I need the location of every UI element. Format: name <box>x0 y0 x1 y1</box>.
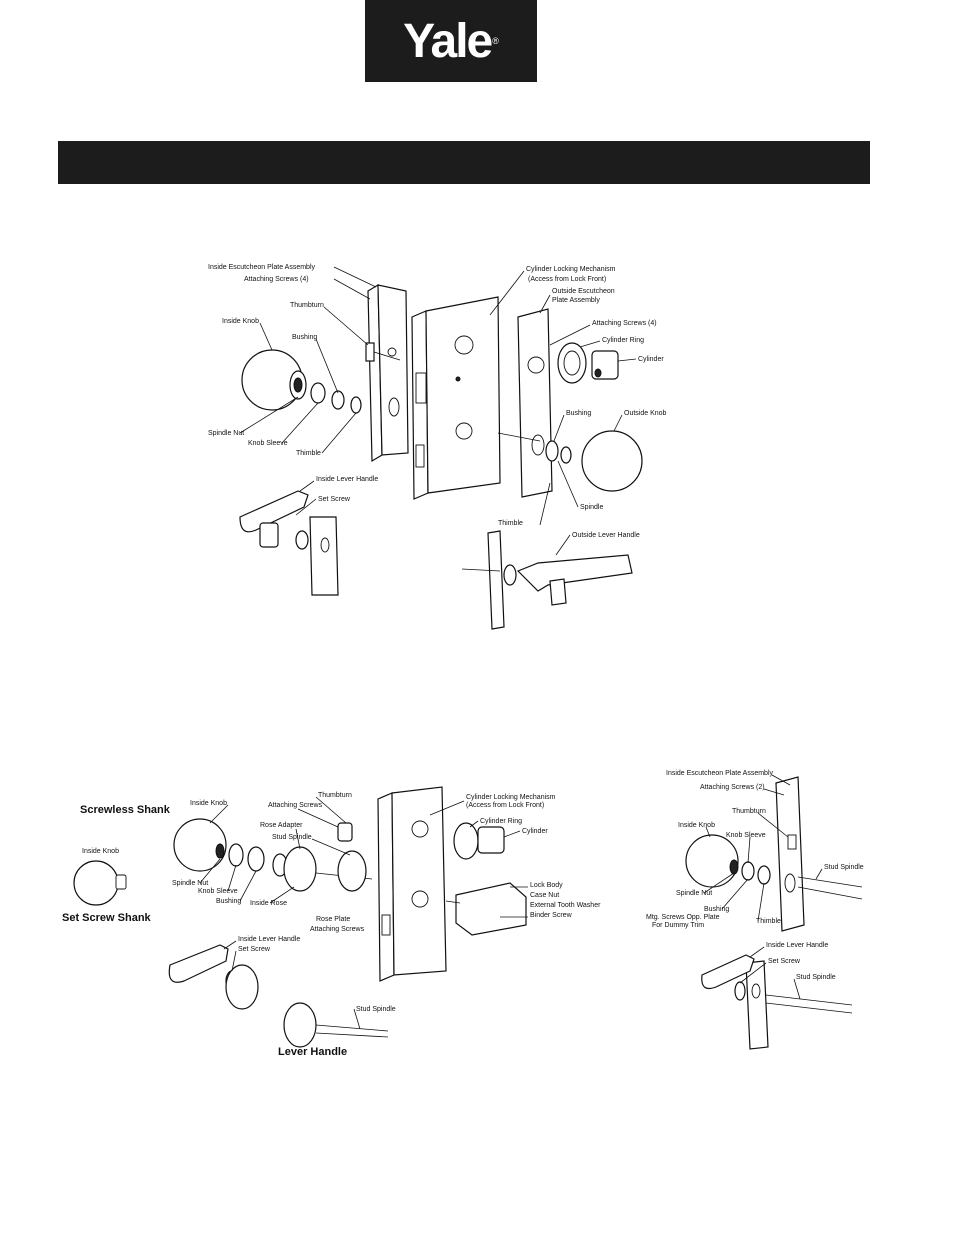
label-outside-escutcheon: Outside Escutcheon <box>552 288 615 295</box>
label-inside-lever: Inside Lever Handle <box>316 476 378 483</box>
label-bushing-out: Bushing <box>566 410 591 417</box>
label-case-nut: Case Nut <box>530 892 559 899</box>
rose-stud-spindle <box>283 1002 389 1048</box>
label-inside-knob-small: Inside Knob <box>82 848 119 855</box>
label-inside-rose: Inside Rose <box>250 900 287 907</box>
label-spindle-nut: Spindle Nut <box>208 430 244 437</box>
label-cylinder-locking: Cylinder Locking Mechanism <box>466 794 556 801</box>
inside-lever-part <box>239 490 309 550</box>
label-inside-escutcheon: Inside Escutcheon Plate Assembly <box>208 264 316 271</box>
brand-name: Yale <box>403 14 493 68</box>
dummy-inside-lever <box>701 954 853 1014</box>
thumbturn-part <box>365 342 401 362</box>
label-knob-sleeve: Knob Sleeve <box>248 440 288 447</box>
diagram3-leader-lines <box>703 774 823 1000</box>
label-spindle: Spindle <box>580 504 603 511</box>
label-spindle-nut: Spindle Nut <box>676 890 712 897</box>
label-bushing: Bushing <box>292 334 317 341</box>
label-cylinder-ring: Cylinder Ring <box>480 818 522 825</box>
yale-logo: Yale® <box>365 0 537 82</box>
label-set-screw: Set Screw <box>238 946 271 953</box>
caption-set-screw-shank: Set Screw Shank <box>62 912 152 924</box>
inside-knob-part <box>241 349 362 414</box>
label-inside-lever: Inside Lever Handle <box>238 936 300 943</box>
diagram2-leader-lines <box>199 796 528 1030</box>
label-knob-sleeve: Knob Sleeve <box>198 888 238 895</box>
diagram2-labels: Screwless Shank Inside Knob Set Screw Sh… <box>62 792 601 1058</box>
caption-lever-handle: Lever Handle <box>278 1046 347 1058</box>
label-attaching-screws-a: Attaching Screws (4) <box>244 276 309 283</box>
label-stud-spindle: Stud Spindle <box>824 864 864 871</box>
label-knob-sleeve: Knob Sleeve <box>726 832 766 839</box>
label-cylinder: Cylinder <box>522 828 548 835</box>
label-ext-tooth-washer: External Tooth Washer <box>530 902 601 909</box>
outside-knob-part <box>497 430 643 492</box>
label-rose-adapter: Rose Adapter <box>260 822 303 829</box>
label-inside-knob: Inside Knob <box>222 318 259 325</box>
rose-inside-lever <box>168 944 259 1010</box>
title-bar <box>58 141 870 184</box>
label-stud-spindle-2: Stud Spindle <box>356 1006 396 1013</box>
label-binder-screw: Binder Screw <box>530 912 573 919</box>
label-spindle-nut: Spindle Nut <box>172 880 208 887</box>
label-outside-knob: Outside Knob <box>624 410 667 417</box>
diagram3-labels: Inside Escutcheon Plate Assembly Attachi… <box>646 770 864 981</box>
dummy-lower-plate <box>745 960 769 1050</box>
label-set-screw: Set Screw <box>768 958 801 965</box>
inside-escutcheon-plate <box>367 283 409 463</box>
label-outside-lever: Outside Lever Handle <box>572 532 640 539</box>
set-screw-shank-knob <box>73 860 127 906</box>
label-cylinder-ring: Cylinder Ring <box>602 337 644 344</box>
rose-exterior-body <box>445 882 527 936</box>
outside-escutcheon-plate <box>517 308 553 498</box>
label-cylinder: Cylinder <box>638 356 664 363</box>
label-inside-knob: Inside Knob <box>190 800 227 807</box>
outside-lever-part <box>461 530 633 630</box>
label-bushing: Bushing <box>704 906 729 913</box>
dummy-knob-parts <box>685 834 863 900</box>
label-attaching-screws: Attaching Screws (2) <box>700 784 765 791</box>
label-cylinder-locking: Cylinder Locking Mechanism <box>526 266 616 273</box>
label-thumbturn: Thumbturn <box>318 792 352 799</box>
cylinder-part <box>557 342 619 384</box>
label-stud-spindle-2: Stud Spindle <box>796 974 836 981</box>
label-inside-escutcheon: Inside Escutcheon Plate Assembly <box>666 770 774 777</box>
label-attaching-screws-2: Attaching Screws <box>310 926 365 933</box>
label-stud-spindle: Stud Spindle <box>272 834 312 841</box>
registered-mark: ® <box>492 36 499 46</box>
mortise-lock-body <box>411 296 501 500</box>
dummy-escutcheon-plate <box>775 776 805 932</box>
label-thimble-out: Thimble <box>498 520 523 527</box>
label-lock-body: Lock Body <box>530 882 563 889</box>
label-plate-assembly: Plate Assembly <box>552 297 600 304</box>
label-thumbturn: Thumbturn <box>732 808 766 815</box>
label-inside-knob: Inside Knob <box>678 822 715 829</box>
label-thumbturn: Thumbturn <box>290 302 324 309</box>
label-access-front: (Access from Lock Front) <box>528 276 606 283</box>
label-dummy-note-2: For Dummy Trim <box>652 922 704 929</box>
caption-screwless-shank: Screwless Shank <box>80 804 171 816</box>
diagram1-leader-lines <box>239 266 637 556</box>
label-bushing: Bushing <box>216 898 241 905</box>
label-set-screw: Set Screw <box>318 496 351 503</box>
label-dummy-note-1: Mtg. Screws Opp. Plate <box>646 914 720 921</box>
label-access-front: (Access from Lock Front) <box>466 802 544 809</box>
diagram-dummy-trim: Inside Escutcheon Plate Assembly Attachi… <box>640 765 870 1055</box>
diagram-rose-trim: Screwless Shank Inside Knob Set Screw Sh… <box>60 775 620 1065</box>
rose-inside-knob-parts <box>173 818 373 892</box>
diagram-escutcheon-trim: Inside Escutcheon Plate Assembly Attachi… <box>200 255 690 635</box>
label-inside-lever: Inside Lever Handle <box>766 942 828 949</box>
label-attaching-screws-b: Attaching Screws (4) <box>592 320 657 327</box>
label-thimble: Thimble <box>296 450 321 457</box>
rose-cylinder <box>453 822 505 860</box>
inside-lever-plate <box>309 516 339 596</box>
label-thimble: Thimble <box>756 918 781 925</box>
label-attaching-screws: Attaching Screws <box>268 802 323 809</box>
label-rose-plate: Rose Plate <box>316 916 350 923</box>
rose-mortise-lock-body <box>377 786 447 982</box>
diagram1-labels: Inside Escutcheon Plate Assembly Attachi… <box>208 264 667 539</box>
